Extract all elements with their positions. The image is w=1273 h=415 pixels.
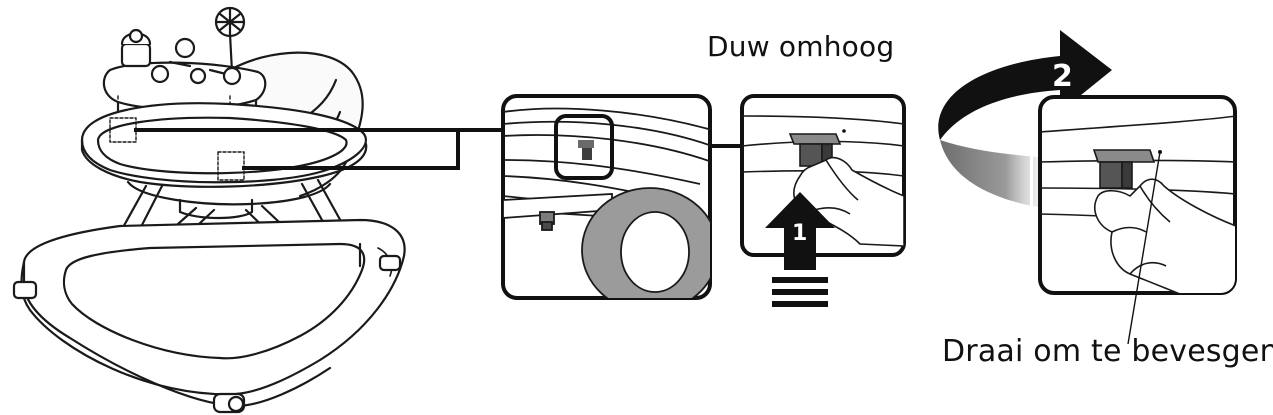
- push-up-label: Duw omhoog: [707, 30, 895, 63]
- step-2-number: 2: [1052, 59, 1073, 94]
- zoom-box-clip-location: [501, 94, 712, 300]
- baby-walker-illustration: [12, 6, 406, 414]
- zoom-box-turn: [1038, 95, 1237, 345]
- turn-to-fix-label: Draai om te bevesgen: [942, 334, 1273, 369]
- zoom-box-push-up: [740, 94, 906, 257]
- up-arrow-icon: 1: [765, 192, 835, 307]
- step-1-number: 1: [792, 221, 807, 246]
